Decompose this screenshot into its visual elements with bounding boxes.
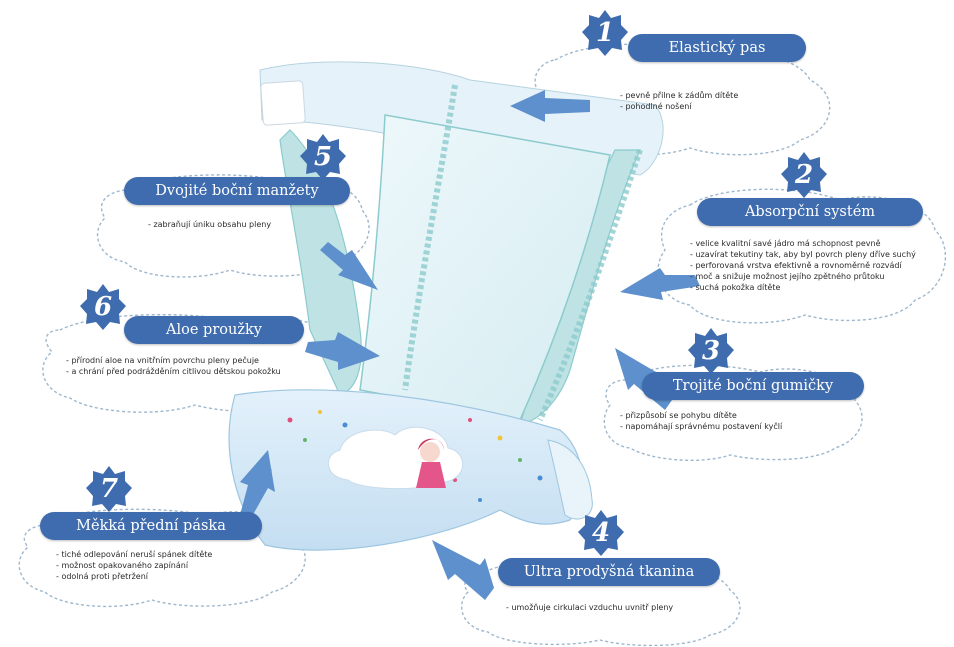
bullet: uzavírat tekutiny tak, aby byl povrch pl… [690, 249, 915, 260]
callout-bullets-3: přizpůsobí se pohybu dítěte napomáhají s… [620, 410, 782, 432]
badge-number: 5 [313, 142, 333, 172]
callout-title-4: Ultra prodyšná tkanina [498, 558, 720, 586]
callout-bullets-7: tiché odlepování neruší spánek dítěte mo… [56, 549, 212, 582]
badge-shape [86, 466, 132, 512]
callout-title-5: Dvojité boční manžety [124, 177, 350, 205]
callout-bullets-1: pevně přilne k zádům dítěte pohodlné noš… [620, 90, 738, 112]
badge-number: 3 [701, 336, 721, 366]
callout-bullets-5: zabraňují úniku obsahu pleny [148, 219, 271, 230]
badge-shape [582, 10, 628, 56]
arrow-1 [510, 90, 590, 122]
badge-shape [578, 510, 624, 556]
badge-6: 6 [80, 284, 126, 330]
bullet: moč a snižuje možnost jejího zpětného pr… [690, 271, 916, 282]
badge-3: 3 [688, 328, 734, 374]
badges [80, 10, 827, 556]
badge-shape [80, 284, 126, 330]
arrow-6 [305, 332, 380, 370]
badge-number: 6 [93, 292, 113, 322]
callout-title-7: Měkká přední páska [40, 512, 262, 540]
callout-title-1: Elastický pas [628, 34, 806, 62]
bullet: velice kvalitní savé jádro má schopnost … [690, 238, 916, 249]
badge-shape [688, 328, 734, 374]
bullet: perforovaná vrstva efektivně a rovnoměrn… [690, 260, 916, 271]
arrow-2 [620, 268, 700, 300]
bullet: přírodní aloe na vnitřním povrchu pleny … [66, 355, 281, 366]
badge-5: 5 [300, 134, 346, 180]
callout-title-2: Absorpční systém [697, 198, 923, 226]
badge-number: 1 [595, 18, 615, 48]
badge-7: 7 [86, 466, 132, 512]
callout-bullets-4: umožňuje cirkulaci vzduchu uvnitř pleny [506, 602, 673, 613]
badge-number: 7 [99, 474, 119, 504]
badge-number: 2 [794, 160, 814, 190]
callout-title-3: Trojité boční gumičky [642, 372, 864, 400]
diaper-body [228, 61, 664, 551]
badge-4: 4 [578, 510, 624, 556]
bullet: odolná proti přetržení [56, 571, 212, 582]
callout-bullets-6: přírodní aloe na vnitřním povrchu pleny … [66, 355, 281, 377]
badge-shape [300, 134, 346, 180]
badge-shape [781, 152, 827, 198]
bullet: pevně přilne k zádům dítěte [620, 90, 738, 101]
bullet: suchá pokožka dítěte [690, 282, 916, 293]
bullet: napomáhají správnému postavení kyčlí [620, 421, 782, 432]
bullet: tiché odlepování neruší spánek dítěte [56, 549, 212, 560]
arrow-7 [240, 450, 275, 520]
arrow-4 [432, 540, 494, 600]
arrow-5 [320, 242, 378, 290]
bullet: přizpůsobí se pohybu dítěte [620, 410, 782, 421]
callout-bullets-2: velice kvalitní savé jádro má schopnost … [690, 238, 916, 293]
bullet: pohodlné nošení [620, 101, 738, 112]
callout-title-6: Aloe proužky [124, 316, 304, 344]
bullet: a chrání před podrážděním citlivou dětsk… [66, 366, 280, 377]
bullet: zabraňují úniku obsahu pleny [148, 219, 271, 230]
badge-1: 1 [582, 10, 628, 56]
badge-2: 2 [781, 152, 827, 198]
bullet: umožňuje cirkulaci vzduchu uvnitř pleny [506, 602, 673, 613]
badge-number: 4 [591, 518, 611, 548]
bullet: možnost opakovaného zapínání [56, 560, 212, 571]
